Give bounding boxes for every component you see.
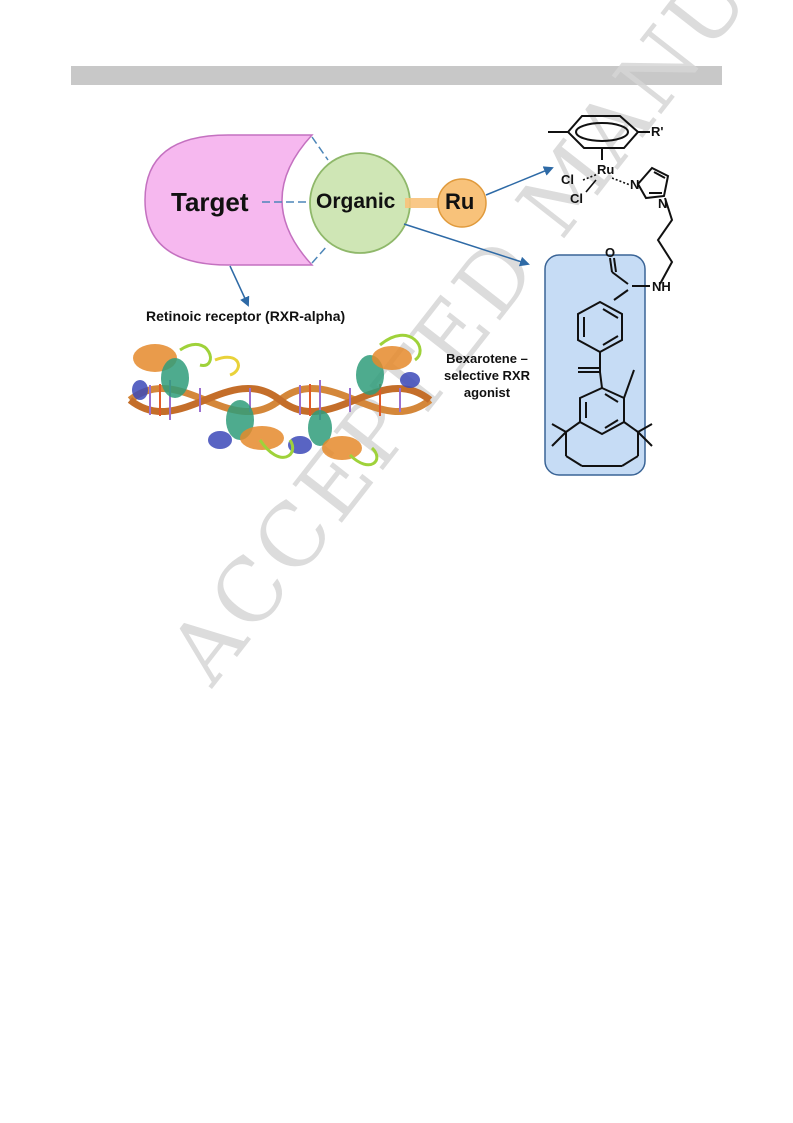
atom-n-1: N <box>630 177 640 192</box>
dashed-connector-bottom <box>311 244 329 264</box>
receptor-label: Retinoic receptor (RXR-alpha) <box>146 308 346 324</box>
naphthalene-ring <box>551 369 653 467</box>
bexarotene-label-line1: Bexarotene – <box>446 351 528 366</box>
header-bar <box>71 66 722 85</box>
linker-bar <box>405 198 439 208</box>
target-shape <box>144 134 314 266</box>
atom-n-2: N <box>658 196 668 211</box>
arene-ring <box>548 115 650 160</box>
atom-ru: Ru <box>597 162 615 177</box>
bexarotene-label-line3: agonist <box>463 385 511 400</box>
benzene-ring-1 <box>577 300 623 372</box>
arrow-ru-to-complex <box>485 166 554 196</box>
ru-label: Ru <box>445 189 475 214</box>
dashed-connector-top <box>311 136 329 161</box>
atom-nh: NH <box>652 279 671 294</box>
organic-label: Organic <box>316 190 396 213</box>
atom-r-prime: R' <box>651 124 664 139</box>
atom-cl-1: Cl <box>561 172 574 187</box>
atom-o: O <box>605 245 616 260</box>
arrow-organic-to-bexarotene <box>403 223 530 267</box>
ru-circle <box>437 178 487 228</box>
atom-cl-2: Cl <box>570 191 583 206</box>
amide-group <box>609 257 650 301</box>
bexarotene-box <box>544 254 646 476</box>
imidazole-ring <box>636 166 670 200</box>
arrow-target-to-receptor <box>229 265 250 307</box>
vinylidene <box>578 367 603 389</box>
ru-bonds <box>582 173 631 193</box>
bexarotene-label-line2: selective RXR <box>444 368 530 383</box>
receptor-dna-illustration <box>127 333 433 467</box>
target-label: Target <box>171 187 249 217</box>
propyl-chain <box>656 197 674 285</box>
